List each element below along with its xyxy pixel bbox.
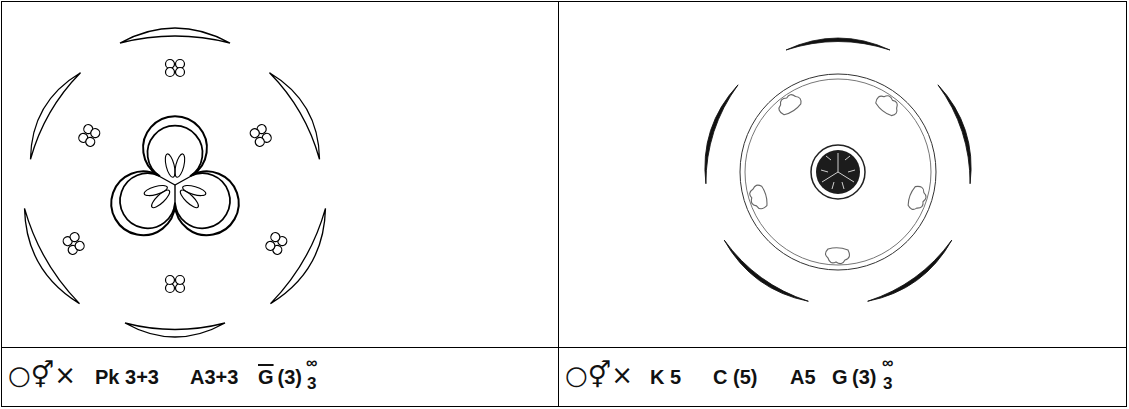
stamens <box>747 91 929 264</box>
corolla <box>740 74 936 270</box>
formula-term: ∞ <box>882 355 893 371</box>
formula-symbols: ○⚥× <box>8 362 76 388</box>
formula-term: ∞ <box>306 355 317 371</box>
formula-term: G <box>258 367 274 387</box>
formula-term: Pk 3+3 <box>95 367 159 387</box>
perianth-tepals <box>12 28 339 337</box>
gynoecium <box>111 116 238 235</box>
formula-term: 3 <box>883 375 892 392</box>
formula-symbols: ○⚥× <box>565 362 633 388</box>
calyx-sepals <box>694 38 981 311</box>
ovary <box>811 145 865 199</box>
formula-term: A3+3 <box>190 367 238 387</box>
formula-term: G <box>832 367 848 387</box>
formula-term: A5 <box>790 367 816 387</box>
stamens <box>62 60 289 293</box>
formula-term: 3 <box>307 375 316 392</box>
formula-term: (3) <box>278 367 302 387</box>
formula-term: (3) <box>852 367 876 387</box>
formula-term: C (5) <box>713 367 757 387</box>
formula-term: K 5 <box>650 367 681 387</box>
